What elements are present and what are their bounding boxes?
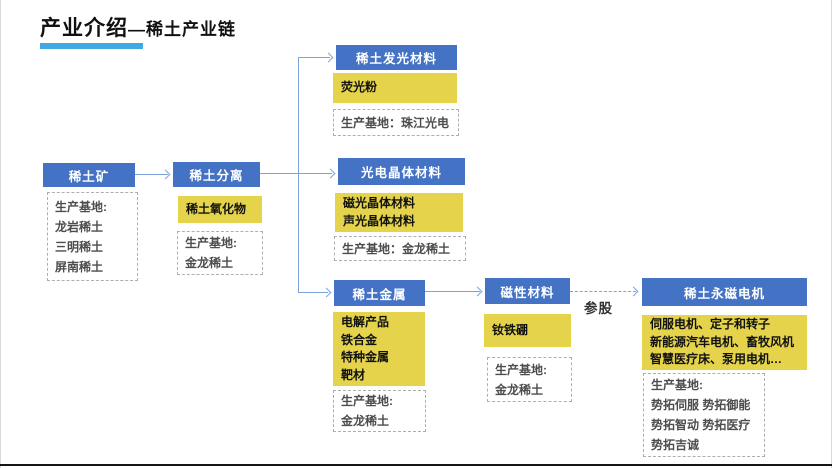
node-metal-base: 生产基地: 金龙稀土 — [333, 390, 426, 432]
base-line: 生产基地: — [651, 378, 703, 392]
node-crystal-header: 光电晶体材料 — [338, 158, 465, 185]
node-metal-header: 稀土金属 — [334, 280, 425, 306]
arrowhead-icon — [472, 286, 483, 297]
base-line: 金龙稀土 — [341, 414, 390, 428]
connector-metal-magnetic — [425, 291, 480, 292]
base-line: 势拓智动 势拓医疗 — [651, 418, 751, 432]
product-line: 荧光粉 — [341, 80, 378, 95]
connector-branch-trunk — [298, 57, 299, 293]
page-title-main: 产业介绍 — [40, 17, 128, 40]
arrowhead-icon — [325, 168, 336, 179]
node-separation-base: 生产基地: 金龙稀土 — [177, 231, 263, 275]
node-luminescent-products: 荧光粉 — [333, 73, 457, 103]
base-line: 龙岩稀土 — [55, 219, 104, 234]
base-line: 金龙稀土 — [495, 382, 544, 397]
connector-separation-crystal — [260, 173, 332, 174]
equity-label: 参股 — [584, 301, 613, 316]
product-line: 磁光晶体材料 — [343, 196, 416, 210]
arrowhead-icon — [323, 52, 334, 63]
base-line: 三明稀土 — [55, 239, 104, 254]
node-motor-base: 生产基地: 势拓伺服 势拓御能 势拓智动 势拓医疗 势拓吉诚 — [643, 373, 765, 457]
node-magnetic-products: 钕铁硼 — [484, 314, 571, 347]
node-mine-header: 稀土矿 — [43, 163, 135, 187]
arrowhead-icon — [628, 286, 639, 297]
node-motor-header: 稀土永磁电机 — [642, 278, 807, 306]
title-underline-bar — [40, 43, 143, 49]
connector-trunk-luminescent — [298, 57, 330, 58]
base-line: 势拓伺服 势拓御能 — [651, 398, 751, 412]
node-magnetic-base: 生产基地: 金龙稀土 — [487, 357, 572, 402]
arrowhead-icon — [321, 287, 332, 298]
product-line: 特种金属 — [341, 350, 390, 364]
connector-magnetic-motor-dashed — [570, 291, 636, 292]
connector-trunk-metal — [298, 292, 328, 293]
product-line: 电解产品 — [341, 315, 390, 329]
left-frame-edge — [0, 0, 1, 468]
page-title-sub: —稀土产业链 — [128, 20, 236, 39]
node-crystal-products: 磁光晶体材料 声光晶体材料 — [335, 193, 463, 232]
product-line: 伺服电机、定子和转子 — [650, 317, 771, 332]
base-line: 生产基地: — [495, 362, 547, 377]
base-line: 屏南稀土 — [55, 259, 104, 274]
product-line: 钕铁硼 — [492, 322, 529, 337]
node-separation-header: 稀土分离 — [173, 162, 260, 187]
bottom-frame-rule — [0, 464, 832, 466]
base-line: 金龙稀土 — [185, 256, 234, 270]
base-line: 生产基地：金龙稀土 — [342, 241, 451, 256]
product-line: 新能源汽车电机、畜牧风机 — [650, 334, 795, 349]
page-title: 产业介绍—稀土产业链 — [40, 12, 236, 42]
base-line: 生产基地: — [55, 199, 107, 214]
node-metal-products: 电解产品 铁合金 特种金属 靶材 — [333, 312, 425, 386]
base-line: 生产基地: — [185, 236, 237, 250]
node-mine-base: 生产基地: 龙岩稀土 三明稀土 屏南稀土 — [47, 192, 138, 281]
node-magnetic-header: 磁性材料 — [485, 278, 570, 304]
product-line: 智慧医疗床、泵用电机… — [650, 352, 783, 367]
base-line: 生产基地：珠江光电 — [341, 115, 450, 130]
product-line: 铁合金 — [341, 332, 378, 347]
node-separation-products: 稀土氧化物 — [178, 196, 262, 223]
product-line: 靶材 — [341, 367, 366, 382]
connector-mine-separation — [135, 174, 168, 175]
product-line: 稀土氧化物 — [186, 201, 247, 216]
base-line: 势拓吉诚 — [651, 438, 700, 452]
node-luminescent-base: 生产基地：珠江光电 — [333, 109, 459, 136]
node-luminescent-header: 稀土发光材料 — [336, 45, 457, 70]
node-motor-products: 伺服电机、定子和转子 新能源汽车电机、畜牧风机 智慧医疗床、泵用电机… — [642, 315, 807, 370]
product-line: 声光晶体材料 — [343, 213, 416, 228]
arrowhead-icon — [160, 169, 171, 180]
base-line: 生产基地: — [341, 394, 393, 408]
node-crystal-base: 生产基地：金龙稀土 — [334, 236, 466, 261]
